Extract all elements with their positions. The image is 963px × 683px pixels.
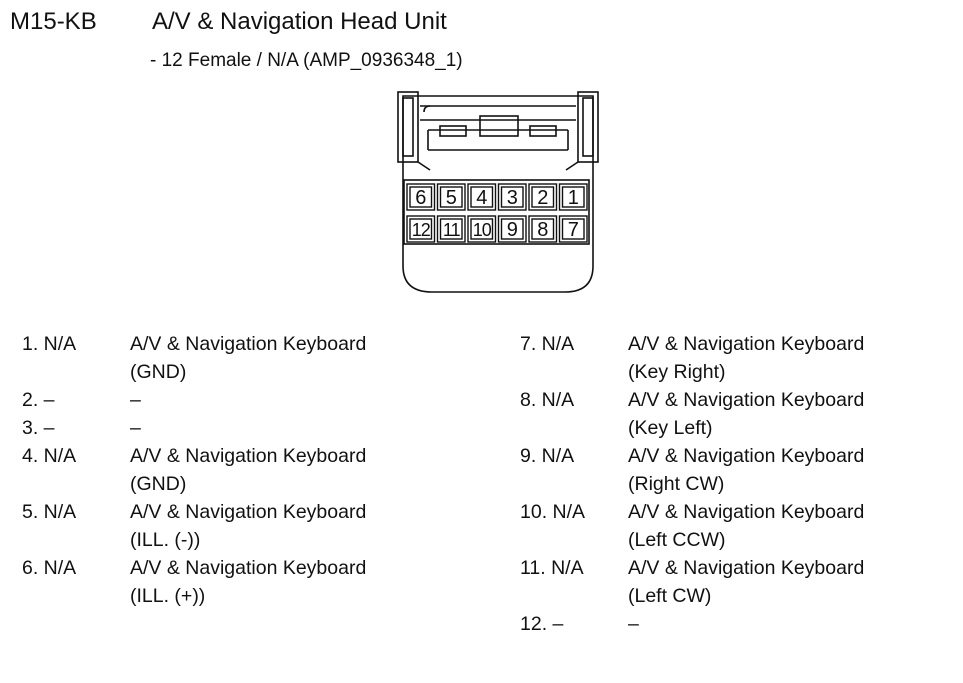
top-key-left — [439, 125, 467, 137]
pin-cell-inner-5 — [439, 186, 463, 208]
pin-cell-inner-12 — [409, 218, 433, 240]
pin-desc-line1: A/V & Navigation Keyboard — [130, 333, 367, 355]
pin-number: 2. – — [22, 389, 55, 411]
pin-cell-inner-4 — [470, 186, 494, 208]
pin-desc-line2: (Right CW) — [628, 473, 725, 495]
top-key-center — [479, 115, 519, 137]
pin-cell-10 — [467, 215, 497, 243]
pin-cells — [406, 183, 588, 243]
pin-description: A/V & Navigation Keyboard (GND) — [130, 330, 420, 386]
pin-desc-line1: A/V & Navigation Keyboard — [628, 333, 865, 355]
pin-number: 12. – — [520, 613, 564, 635]
pin-desc-line1: A/V & Navigation Keyboard — [628, 557, 865, 579]
pin-number: 6. N/A — [22, 557, 77, 579]
connector-subtitle: - 12 Female / N/A (AMP_0936348_1) — [150, 50, 463, 71]
pin-cell-6 — [406, 183, 436, 211]
page-title: A/V & Navigation Head Unit — [152, 8, 447, 35]
pin-desc-line2: (Key Left) — [628, 417, 713, 439]
pin-number-2: 2 — [537, 187, 548, 209]
pin-description: A/V & Navigation Keyboard (ILL. (-)) — [130, 498, 420, 554]
pin-cell-4 — [467, 183, 497, 211]
pin-desc-line1: A/V & Navigation Keyboard — [130, 445, 367, 467]
pin-number-1: 1 — [568, 187, 579, 209]
pin-number-8: 8 — [537, 219, 548, 241]
pin-description: A/V & Navigation Keyboard (ILL. (+)) — [130, 554, 420, 610]
pin-number-7: 7 — [568, 219, 579, 241]
pin-desc-line2: (GND) — [130, 361, 187, 383]
pin-number: 10. N/A — [520, 501, 586, 523]
pin-desc-line1: A/V & Navigation Keyboard — [628, 501, 865, 523]
pin-number: 5. N/A — [22, 501, 77, 523]
pin-cell-9 — [497, 215, 527, 243]
pin-cell-11 — [436, 215, 466, 243]
pin-desc-line2: (ILL. (-)) — [130, 529, 201, 551]
pin-number: 7. N/A — [520, 333, 575, 355]
pin-number: 9. N/A — [520, 445, 575, 467]
pin-description: A/V & Navigation Keyboard (GND) — [130, 442, 420, 498]
top-key-right — [529, 125, 557, 137]
pin-desc-line1: – — [628, 613, 639, 635]
pin-desc-line1: – — [130, 417, 141, 439]
pin-number-6: 6 — [415, 187, 426, 209]
pin-cell-5 — [436, 183, 466, 211]
pin-cell-inner-2 — [531, 186, 555, 208]
pin-desc-line1: – — [130, 389, 141, 411]
pin-description: A/V & Navigation Keyboard (Left CCW) — [628, 498, 918, 554]
pin-cell-1 — [558, 183, 588, 211]
pin-desc-line1: A/V & Navigation Keyboard — [628, 445, 865, 467]
connector-housing — [402, 95, 594, 293]
pin-desc-line1: A/V & Navigation Keyboard — [130, 501, 367, 523]
pin-cell-2 — [528, 183, 558, 211]
pin-cell-inner-9 — [500, 218, 524, 240]
pin-cell-12 — [406, 215, 436, 243]
pin-cell-7 — [558, 215, 588, 243]
pin-description: A/V & Navigation Keyboard (Right CW) — [628, 442, 918, 498]
pin-description: A/V & Navigation Keyboard (Key Right) — [628, 330, 918, 386]
pin-cell-inner-11 — [439, 218, 463, 240]
pin-number-5: 5 — [446, 187, 457, 209]
pin-number: 8. N/A — [520, 389, 575, 411]
pin-desc-line2: (Left CW) — [628, 585, 712, 607]
pin-number: 3. – — [22, 417, 55, 439]
pin-desc-line2: (ILL. (+)) — [130, 585, 206, 607]
pin-desc-line2: (Left CCW) — [628, 529, 726, 551]
pin-number-11: 11 — [443, 220, 461, 240]
pin-cell-inner-10 — [470, 218, 494, 240]
pin-number-12: 12 — [412, 220, 431, 240]
pin-cell-8 — [528, 215, 558, 243]
pin-cell-inner-6 — [409, 186, 433, 208]
pin-desc-line2: (Key Right) — [628, 361, 726, 383]
pin-desc-line1: A/V & Navigation Keyboard — [130, 557, 367, 579]
pin-number-10: 10 — [473, 220, 492, 240]
pin-number-3: 3 — [507, 187, 518, 209]
pin-cell-inner-7 — [561, 218, 585, 240]
pin-cell-inner-3 — [500, 186, 524, 208]
pin-number-4: 4 — [476, 187, 487, 209]
pin-description: A/V & Navigation Keyboard (Left CW) — [628, 554, 918, 610]
pin-number: 11. N/A — [520, 557, 584, 579]
pin-description: – — [130, 386, 420, 414]
pin-cell-3 — [497, 183, 527, 211]
right-latch — [577, 91, 599, 163]
connector-code: M15-KB — [10, 8, 97, 35]
pin-cell-inner-1 — [561, 186, 585, 208]
pin-desc-line1: A/V & Navigation Keyboard — [628, 389, 865, 411]
left-latch — [397, 91, 419, 163]
pin-number: 1. N/A — [22, 333, 77, 355]
pin-description: – — [628, 610, 918, 638]
pin-cell-inner-8 — [531, 218, 555, 240]
pin-description: A/V & Navigation Keyboard (Key Left) — [628, 386, 918, 442]
pin-number-9: 9 — [507, 219, 518, 241]
pin-desc-line2: (GND) — [130, 473, 187, 495]
pin-number: 4. N/A — [22, 445, 77, 467]
pin-description: – — [130, 414, 420, 442]
pin-block — [403, 179, 590, 245]
